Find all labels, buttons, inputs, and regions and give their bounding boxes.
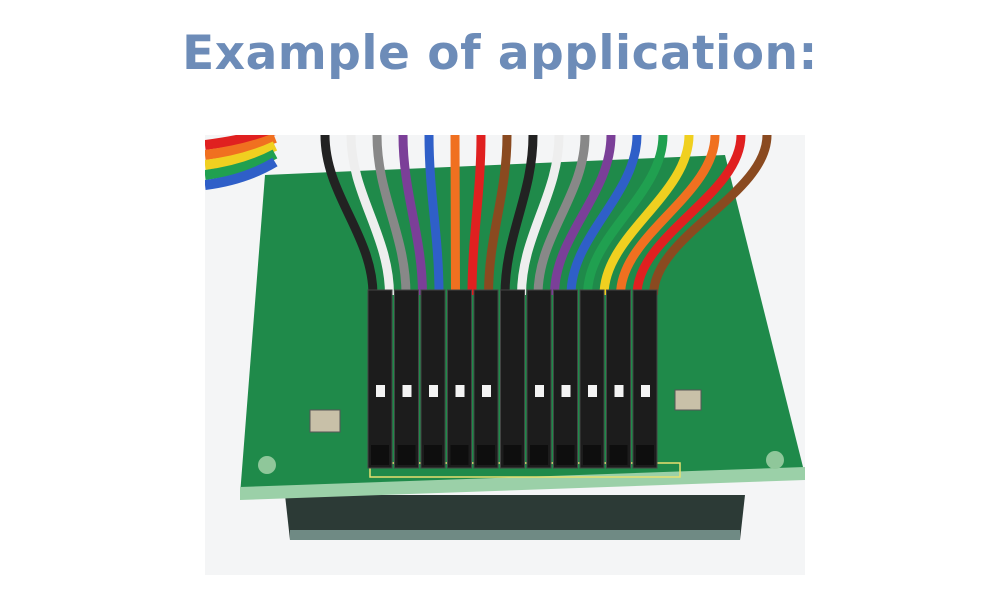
mounting-hole: [258, 456, 276, 474]
connector-housing: [473, 289, 499, 469]
jumper-wires: [320, 135, 772, 296]
connector-housing: [579, 289, 605, 469]
jumper-wire: [566, 135, 642, 296]
connector-latch-window: [561, 385, 571, 397]
connector-pin-base: [556, 445, 575, 465]
jumper-wire: [616, 135, 720, 296]
jumper-wire: [583, 135, 668, 296]
connector-latch-window: [588, 385, 597, 397]
connector-latch-window: [614, 385, 624, 397]
connector-housing: [447, 289, 472, 469]
connector-pin-base: [371, 445, 389, 465]
connector-housing: [632, 289, 658, 469]
jumper-wire: [550, 135, 616, 296]
connector-latch-window: [482, 385, 491, 397]
jumper-wire: [632, 135, 746, 296]
connector-pin-base: [424, 445, 442, 465]
ribbon-strand: [205, 135, 277, 160]
jumper-wire: [517, 135, 564, 296]
jumper-wire: [484, 135, 512, 296]
jumper-wire: [533, 135, 590, 296]
jumper-wire: [649, 135, 772, 296]
connector-latch-window: [376, 385, 385, 397]
jumper-wire: [398, 135, 427, 296]
jumper-wire: [450, 135, 460, 296]
jumper-wire: [346, 135, 394, 296]
application-photo: [205, 135, 805, 575]
connector-housing: [420, 289, 446, 469]
connector-latch-window: [402, 385, 412, 397]
connector-housing: [500, 289, 525, 469]
mounting-hole: [766, 451, 784, 469]
page-title: Example of application:: [182, 26, 818, 81]
ribbon-cable: [205, 135, 278, 190]
connector-latch-window: [641, 385, 650, 397]
connector-housing: [394, 289, 419, 469]
connector-pin-base: [503, 445, 522, 465]
pcb-edge: [240, 467, 805, 500]
connector-pin-base: [609, 445, 628, 465]
jumper-wire: [424, 135, 444, 296]
ribbon-strand: [205, 135, 276, 150]
jumper-wire: [500, 135, 538, 296]
connector-housing: [606, 289, 631, 469]
jumper-wire: [320, 135, 378, 296]
smd-component: [309, 409, 341, 433]
smd-component: [674, 389, 702, 411]
connector-housing: [526, 289, 552, 469]
connector-housing: [367, 289, 393, 469]
ribbon-strand: [205, 157, 278, 190]
connector-pin-base: [636, 445, 654, 465]
jumper-wire: [467, 135, 486, 296]
connector-latch-window: [429, 385, 438, 397]
connector-pin-base: [397, 445, 416, 465]
connector-pin-base: [583, 445, 601, 465]
glass-base: [285, 495, 745, 540]
jumper-wire: [372, 135, 411, 296]
jumper-wire: [599, 135, 694, 296]
ribbon-strand: [205, 149, 278, 180]
connector-latch-window: [455, 385, 465, 397]
connector-housing: [553, 289, 578, 469]
ribbon-strand: [205, 141, 278, 170]
connector-pin-base: [450, 445, 469, 465]
connector-latch-window: [535, 385, 544, 397]
glass-base-edge: [290, 530, 740, 540]
header-connectors: [367, 289, 658, 469]
connector-pin-base: [530, 445, 548, 465]
connector-pin-base: [477, 445, 495, 465]
